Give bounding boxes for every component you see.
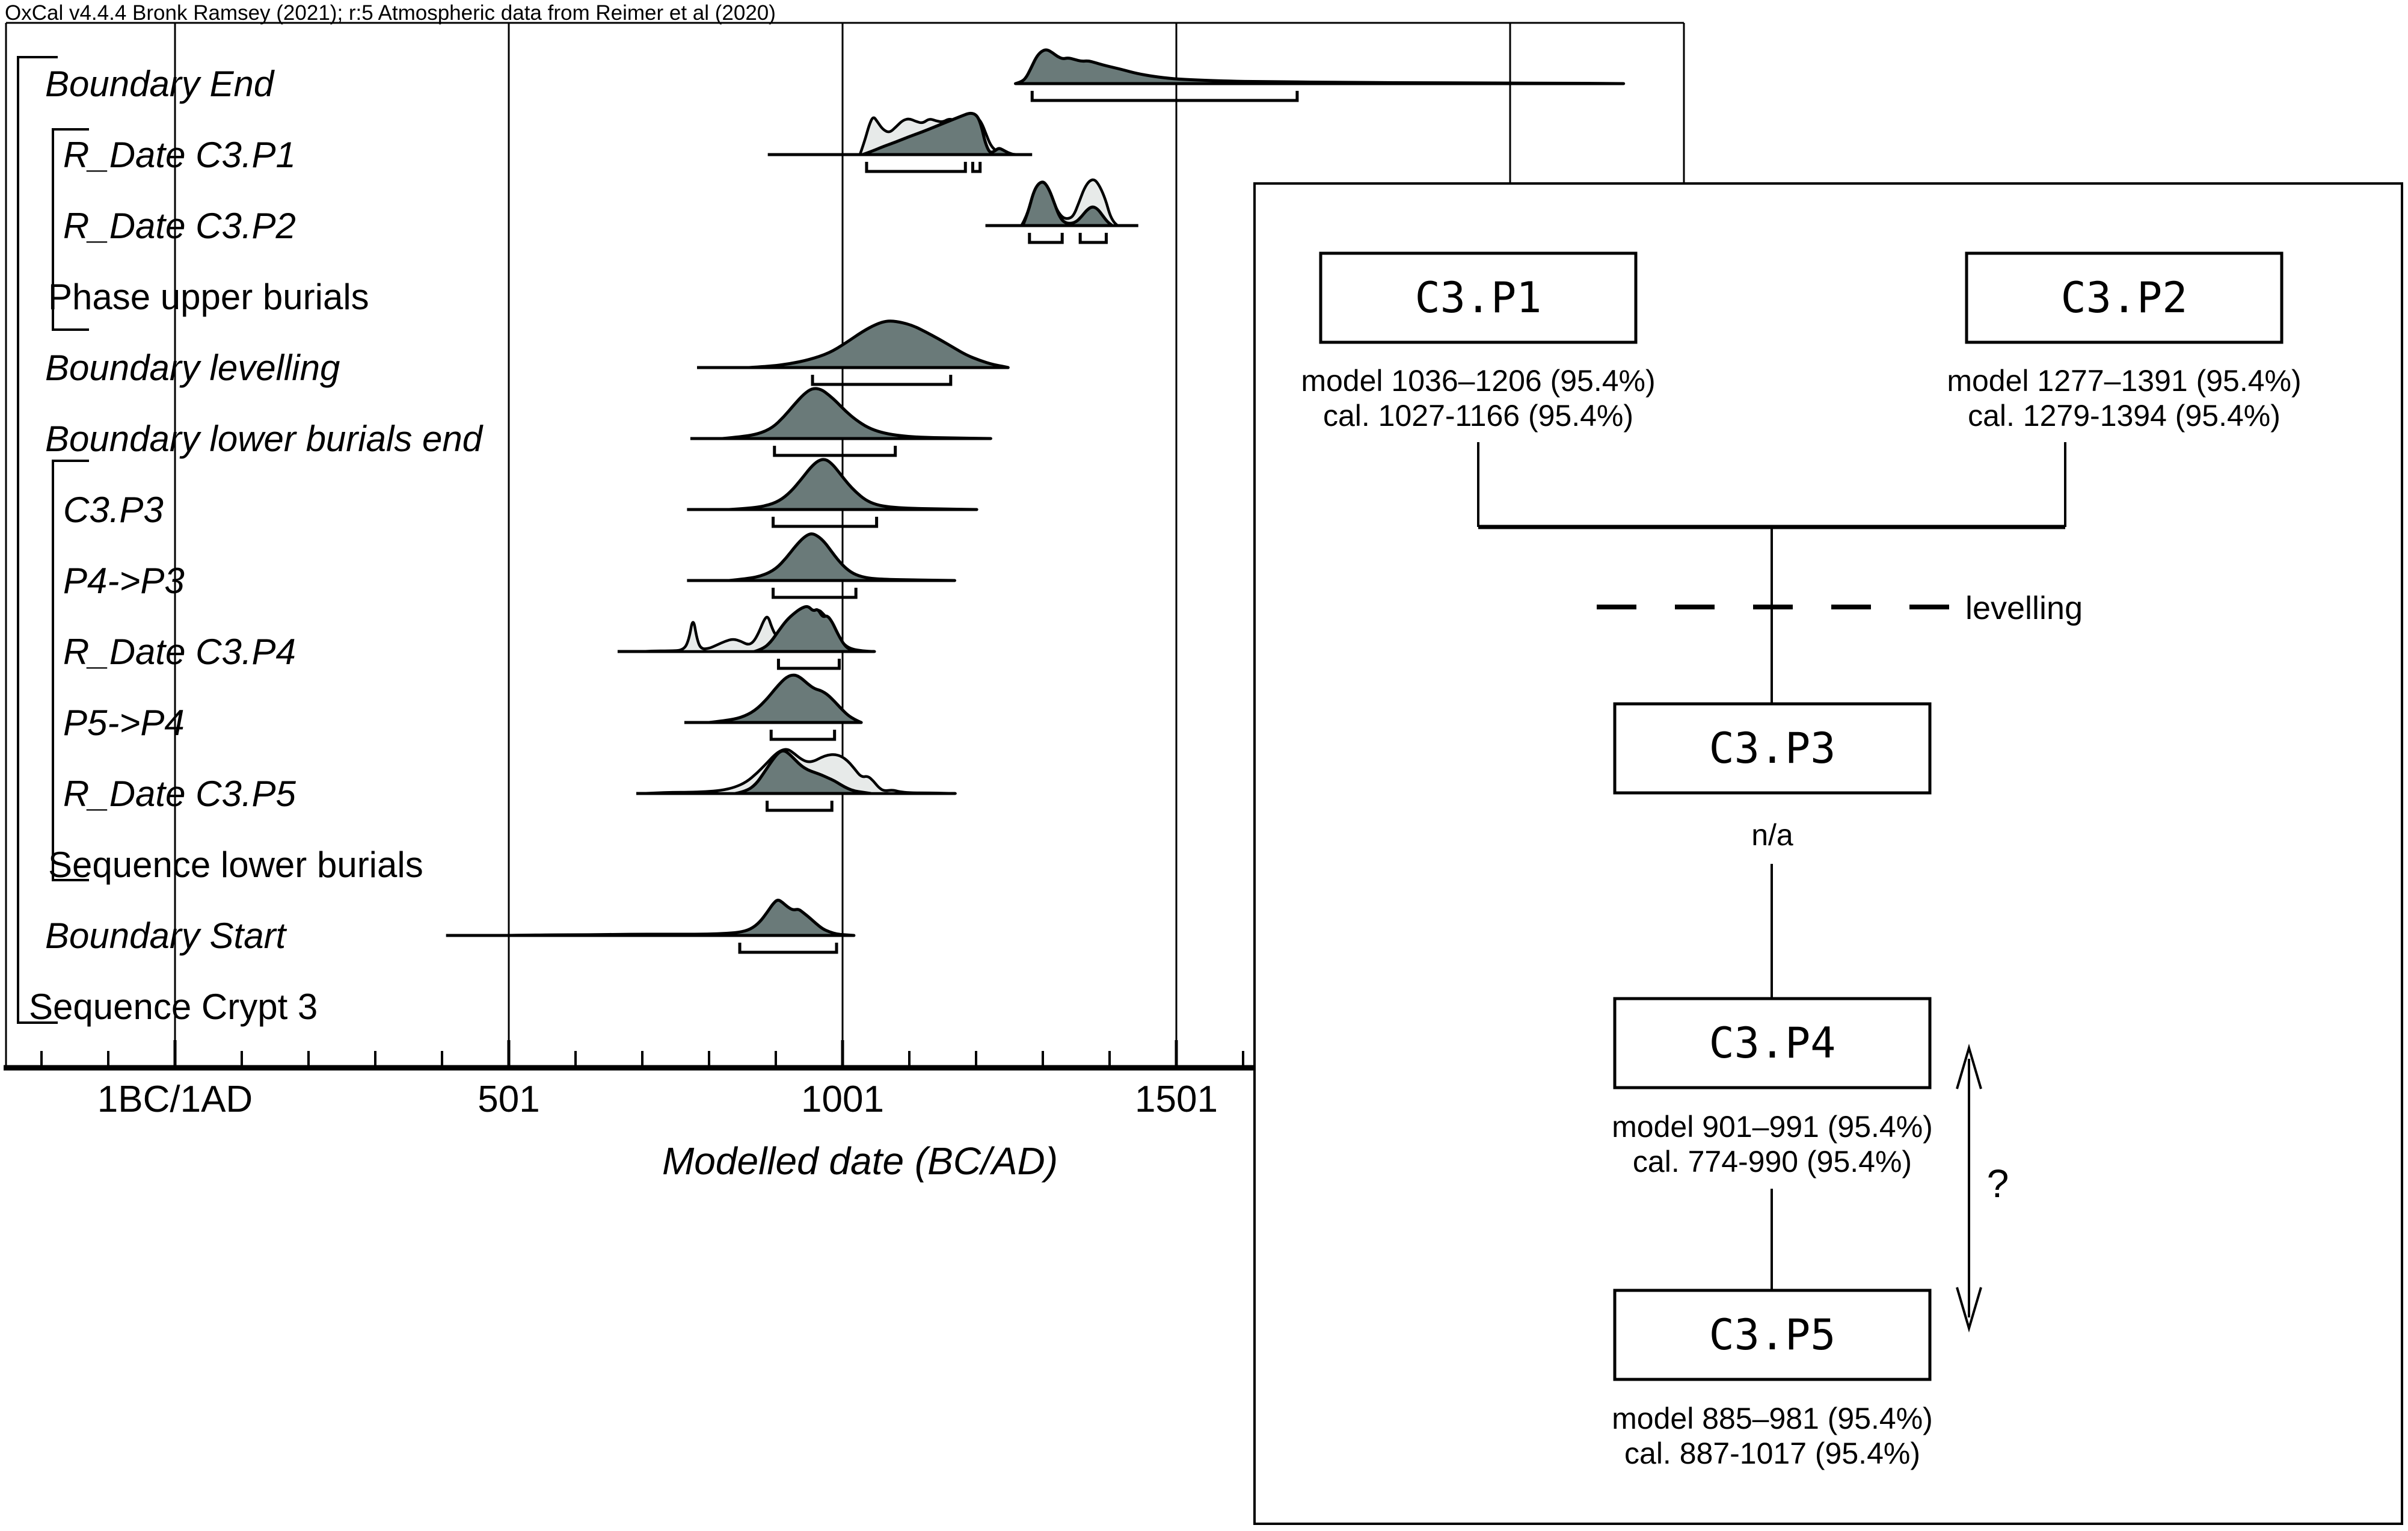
- node-box-c3p4: [1613, 997, 1932, 1089]
- row-label-r-date-c3-p5: R_Date C3.P5: [63, 774, 296, 814]
- range-bracket: [776, 659, 841, 670]
- group-bracket-sequence-lower-burials: [52, 460, 89, 881]
- range-bracket: [971, 162, 982, 173]
- node-label-c3p2: C3.P2: [2061, 273, 2188, 322]
- row-label-r-date-c3-p1: R_Date C3.P1: [63, 135, 296, 175]
- posterior-curve: [753, 605, 863, 653]
- posterior-curve: [1021, 180, 1114, 227]
- posterior-curve: [720, 387, 992, 440]
- distribution-row-p5-to-p4: P5->P4: [63, 673, 863, 743]
- distribution-row-boundary-levelling: Boundary levelling: [45, 319, 1010, 388]
- distribution-row-p4-to-p3: P4->P3: [63, 532, 956, 601]
- range-bracket: [772, 517, 879, 528]
- node-label-c3p3: C3.P3: [1709, 724, 1836, 773]
- distribution-row-sequence-lower-burials: Sequence lower burials: [48, 845, 423, 885]
- node-label-c3p1: C3.P1: [1415, 273, 1542, 322]
- node-range-text: cal. 887-1017 (95.4%): [1624, 1437, 1920, 1470]
- row-label-sequence-crypt-3: Sequence Crypt 3: [29, 987, 318, 1027]
- uncertainty-arrow: [1956, 1043, 1982, 1333]
- row-label-boundary-levelling: Boundary levelling: [45, 348, 340, 388]
- diagram-node-c3p5: C3.P5 model 885–981 (95.4%)cal. 887-1017 …: [1612, 1289, 1933, 1470]
- plot-header-citation: OxCal v4.4.4 Bronk Ramsey (2021); r:5 At…: [5, 1, 776, 25]
- row-label-c3-p3: C3.P3: [63, 490, 164, 530]
- range-bracket: [766, 801, 834, 812]
- distribution-row-r-date-c3-p4: R_Date C3.P4: [63, 605, 876, 672]
- posterior-curve: [748, 319, 1010, 369]
- node-box-c3p3: [1613, 702, 1932, 795]
- node-range-text: cal. 1027-1166 (95.4%): [1323, 399, 1633, 433]
- row-label-boundary-start: Boundary Start: [45, 916, 287, 956]
- diagram-node-c3p2: C3.P2 model 1277–1391 (95.4%)cal. 1279-13…: [1947, 251, 2302, 433]
- distribution-row-boundary-start: Boundary Start: [45, 898, 856, 956]
- diagram-node-c3p4: C3.P4 model 901–991 (95.4%)cal. 774-990 (…: [1612, 997, 1933, 1178]
- node-box-c3p5: [1613, 1289, 1932, 1381]
- node-label-c3p4: C3.P4: [1709, 1018, 1836, 1068]
- posterior-curve: [727, 458, 978, 511]
- node-box-c3p2: [1965, 251, 2284, 344]
- diagram-node-c3p3: C3.P3 n/a: [1613, 702, 1932, 852]
- node-range-text: cal. 1279-1394 (95.4%): [1968, 399, 2281, 433]
- node-range-text: model 901–991 (95.4%): [1612, 1110, 1933, 1144]
- node-range-text: n/a: [1751, 818, 1793, 852]
- axis-tick-label-0: 1BC/1AD: [97, 1079, 253, 1120]
- stratigraphy-panel: C3.P1 model 1036–1206 (95.4%)cal. 1027-11…: [1253, 182, 2403, 1525]
- range-bracket: [769, 730, 837, 741]
- group-bracket-phase-upper-burials: [52, 128, 89, 331]
- distribution-row-phase-upper-burials: Phase upper burials: [48, 277, 369, 317]
- row-label-r-date-c3-p2: R_Date C3.P2: [63, 206, 296, 246]
- node-range-text: model 885–981 (95.4%): [1612, 1402, 1933, 1435]
- distribution-row-r-date-c3-p1: R_Date C3.P1: [63, 111, 1033, 175]
- axis-tick-label-500: 501: [478, 1079, 539, 1120]
- row-label-p5-to-p4: P5->P4: [63, 703, 185, 743]
- posterior-curve: [861, 111, 1015, 156]
- distribution-row-boundary-lower-burials-end: Boundary lower burials end: [45, 387, 992, 459]
- row-label-r-date-c3-p4: R_Date C3.P4: [63, 632, 296, 672]
- question-mark-label: ?: [1987, 1161, 2009, 1206]
- node-box-c3p1: [1319, 251, 1638, 344]
- range-bracket: [865, 162, 967, 173]
- distribution-row-c3-p3: C3.P3: [63, 458, 978, 530]
- range-bracket: [1028, 233, 1064, 244]
- axis-tick-label-1000: 1001: [801, 1079, 884, 1120]
- posterior-curve: [507, 898, 856, 937]
- row-label-boundary-end: Boundary End: [45, 64, 275, 104]
- arrow-head-down: [1956, 1287, 1982, 1333]
- node-range-text: cal. 774-990 (95.4%): [1633, 1145, 1912, 1178]
- row-label-sequence-lower-burials: Sequence lower burials: [48, 845, 423, 885]
- posterior-curve: [734, 749, 873, 795]
- range-bracket: [772, 588, 858, 599]
- distribution-row-r-date-c3-p2: R_Date C3.P2: [63, 178, 1138, 246]
- axis-tick-label-1500: 1501: [1135, 1079, 1218, 1120]
- row-label-phase-upper-burials: Phase upper burials: [48, 277, 369, 317]
- row-label-p4-to-p3: P4->P3: [63, 561, 185, 601]
- posterior-curve: [727, 532, 956, 582]
- distribution-row-boundary-end: Boundary End: [45, 48, 1626, 104]
- row-label-boundary-lower-burials-end: Boundary lower burials end: [45, 419, 484, 459]
- posterior-curve: [1014, 48, 1626, 85]
- node-range-text: model 1277–1391 (95.4%): [1947, 364, 2301, 398]
- range-bracket: [738, 943, 838, 954]
- group-bracket-sequence-crypt-3: [17, 56, 58, 1024]
- range-bracket: [1078, 233, 1108, 244]
- range-bracket: [1030, 91, 1299, 102]
- node-range-text: model 1036–1206 (95.4%): [1301, 364, 1655, 398]
- levelling-label: levelling: [1965, 590, 2083, 626]
- x-axis-title: Modelled date (BC/AD): [662, 1139, 1058, 1183]
- arrow-head-up: [1956, 1043, 1982, 1089]
- posterior-curve: [707, 673, 863, 724]
- distribution-row-sequence-crypt-3: Sequence Crypt 3: [29, 987, 318, 1027]
- range-bracket: [811, 375, 953, 386]
- range-bracket: [773, 446, 897, 457]
- node-label-c3p5: C3.P5: [1709, 1310, 1836, 1360]
- diagram-node-c3p1: C3.P1 model 1036–1206 (95.4%)cal. 1027-11…: [1301, 251, 1656, 433]
- distribution-row-r-date-c3-p5: R_Date C3.P5: [63, 748, 957, 814]
